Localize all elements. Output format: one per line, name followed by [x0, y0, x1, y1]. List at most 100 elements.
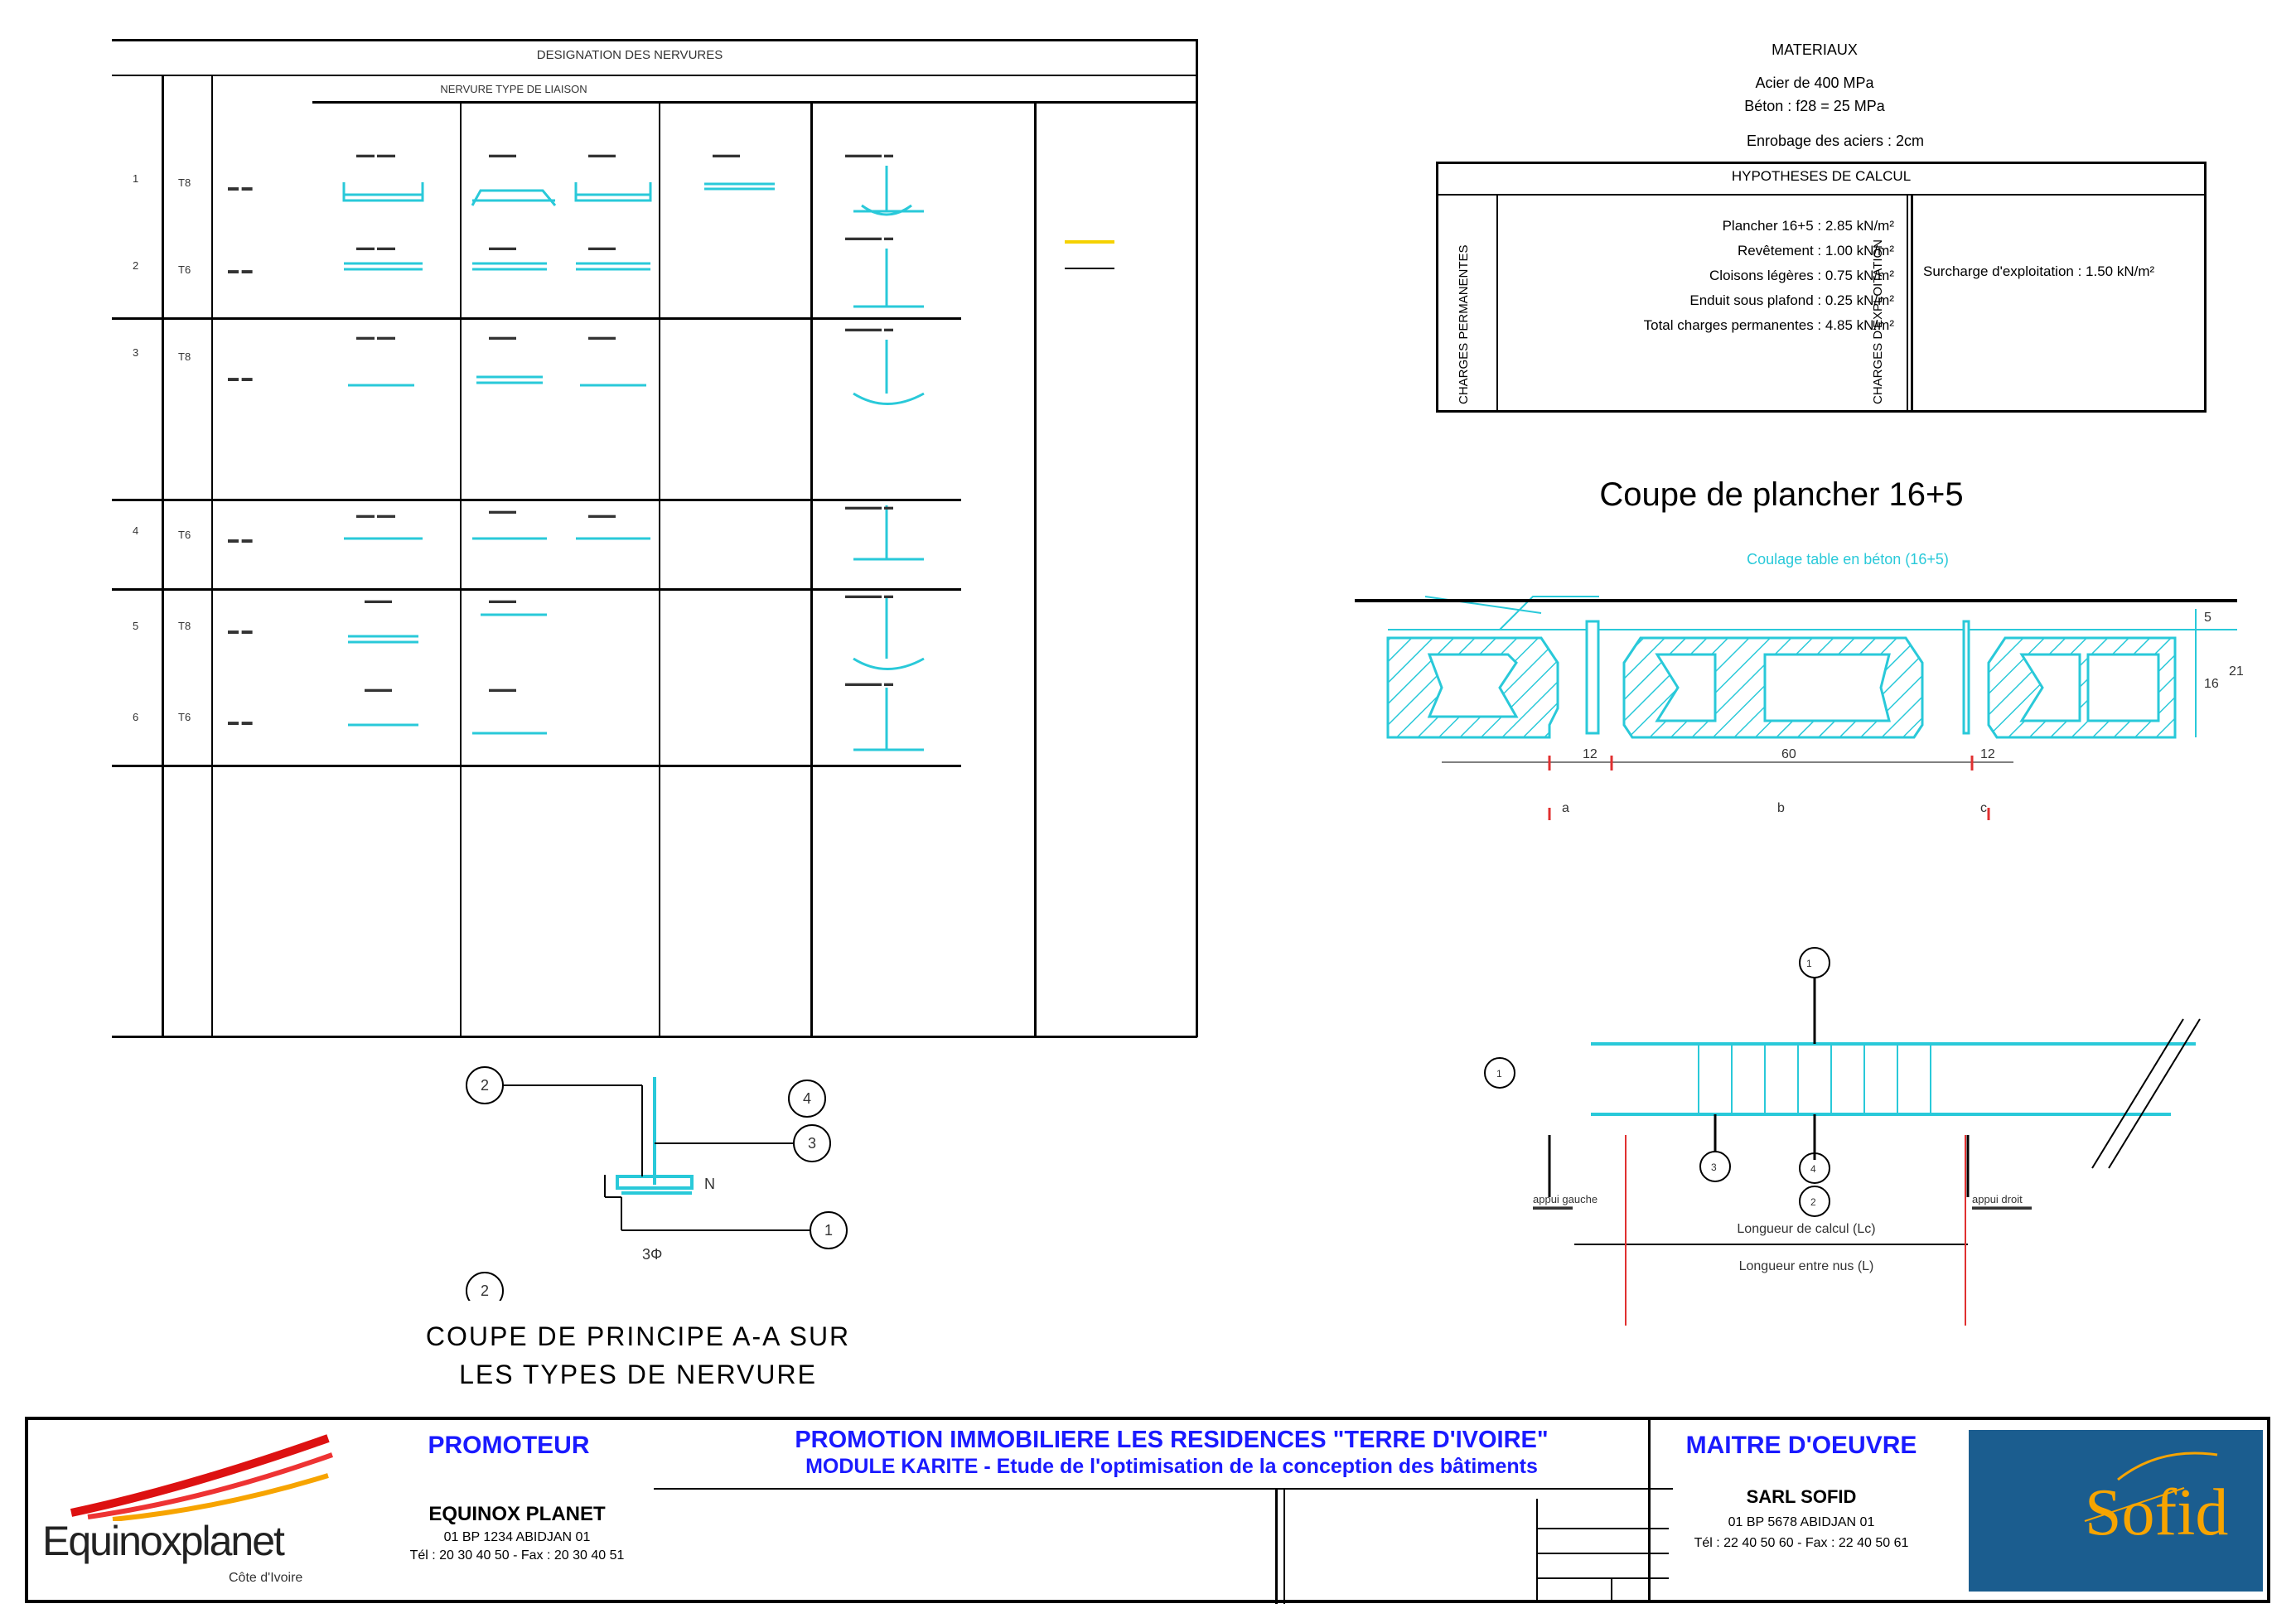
sofid-logo-text: Sofid [2085, 1476, 2229, 1549]
equinox-logo-sub: Côte d'Ivoire [229, 1571, 303, 1585]
svg-text:▬▬▬▬ ▬: ▬▬▬▬ ▬ [845, 591, 893, 601]
equinox-logo: Equinoxplanet Côte d'Ivoire [38, 1430, 361, 1592]
svg-text:1: 1 [1806, 958, 1812, 969]
svg-text:▬▬▬▬ ▬: ▬▬▬▬ ▬ [845, 502, 893, 512]
right-support-label: appui droit [1972, 1193, 2023, 1205]
svg-text:2: 2 [481, 1282, 489, 1299]
svg-text:▬▬▬▬ ▬: ▬▬▬▬ ▬ [845, 324, 893, 334]
promoteur-name: EQUINOX PLANET [428, 1503, 606, 1525]
svg-text:3: 3 [808, 1135, 816, 1152]
project-title-line-2: MODULE KARITE - Etude de l'optimisation … [805, 1455, 1538, 1478]
hyp-items: Plancher 16+5 : 2.85 kN/m² Revêtement : … [1513, 214, 1894, 338]
promoteur-tel: Tél : 20 30 40 50 - Fax : 20 30 40 51 [409, 1548, 625, 1563]
moe-address: 01 BP 5678 ABIDJAN 01 [1728, 1515, 1875, 1529]
svg-text:b: b [1777, 801, 1785, 815]
promoteur-address: 01 BP 1234 ABIDJAN 01 [443, 1530, 591, 1544]
bottom-caption-line-1: COUPE DE PRINCIPE A-A SUR [425, 1321, 851, 1351]
svg-text:1: 1 [1496, 1068, 1502, 1080]
equinox-logo-text: Equinoxplanet [42, 1518, 285, 1564]
svg-text:▬▬▬: ▬▬▬ [365, 684, 392, 694]
svg-text:▬ ▬: ▬ ▬ [228, 263, 253, 276]
materials-line-2: Béton : f28 = 25 MPa [1744, 98, 1885, 114]
svg-text:T6: T6 [178, 529, 191, 541]
hyp-item: Enduit sous plafond : 0.25 kN/m² [1689, 292, 1894, 308]
hyp-right-item: Surcharge d'exploitation : 1.50 kN/m² [1923, 263, 2155, 279]
left-support-label: appui gauche [1533, 1193, 1598, 1205]
svg-text:▬▬▬▬ ▬: ▬▬▬▬ ▬ [845, 679, 893, 688]
svg-text:6: 6 [133, 711, 138, 723]
svg-text:a: a [1562, 801, 1569, 815]
svg-text:▬ ▬: ▬ ▬ [228, 371, 253, 384]
svg-text:2: 2 [1810, 1196, 1816, 1208]
svg-text:1: 1 [824, 1222, 833, 1239]
svg-text:21: 21 [2229, 664, 2244, 679]
svg-text:▬▬▬: ▬▬▬ [588, 150, 616, 160]
svg-text:5: 5 [2204, 611, 2211, 625]
svg-text:▬▬ ▬▬: ▬▬ ▬▬ [356, 243, 395, 253]
sofid-logo: Sofid [1969, 1430, 2263, 1592]
svg-text:3: 3 [133, 346, 138, 359]
span-total-label: Longueur entre nus (L) [1738, 1259, 1874, 1273]
svg-text:▬▬ ▬▬: ▬▬ ▬▬ [356, 510, 395, 520]
svg-text:▬▬▬: ▬▬▬ [588, 332, 616, 342]
svg-text:▬▬▬▬▬▬: ▬▬▬▬▬▬ [1972, 1200, 2032, 1212]
svg-text:T6: T6 [178, 711, 191, 723]
svg-text:2: 2 [133, 259, 138, 272]
svg-text:4: 4 [133, 524, 138, 537]
svg-text:N: N [704, 1176, 715, 1192]
svg-text:T6: T6 [178, 263, 191, 276]
svg-text:▬▬▬: ▬▬▬ [588, 510, 616, 520]
promoteur-label: PROMOTEUR [428, 1432, 590, 1459]
equinox-swoosh-icon [70, 1434, 334, 1521]
sofid-swoosh-icon [2084, 1452, 2218, 1522]
svg-text:T8: T8 [178, 350, 191, 363]
svg-text:▬ ▬: ▬ ▬ [228, 533, 253, 545]
svg-text:▬▬▬: ▬▬▬ [489, 243, 516, 253]
svg-text:4: 4 [803, 1090, 811, 1107]
nervure-sections-drawing: ▬▬ ▬▬ ▬▬▬ ▬▬▬ ▬▬▬ ▬▬▬▬ ▬ ▬▬ ▬▬ ▬▬▬ ▬▬▬ ▬▬▬▬ ▬ ▬… [342, 150, 925, 751]
hyp-item: Revêtement : 1.00 kN/m² [1738, 243, 1894, 258]
hyp-item: Total charges permanentes : 4.85 kN/m² [1643, 317, 1894, 333]
svg-text:▬ ▬: ▬ ▬ [228, 715, 253, 727]
svg-text:▬ ▬: ▬ ▬ [228, 181, 253, 193]
legend-swatch [1065, 240, 1114, 244]
hyp-item: Cloisons légères : 0.75 kN/m² [1709, 268, 1894, 283]
svg-text:▬▬▬▬ ▬: ▬▬▬▬ ▬ [845, 150, 893, 160]
svg-text:▬▬▬: ▬▬▬ [489, 596, 516, 606]
svg-text:▬▬▬: ▬▬▬ [365, 596, 392, 606]
svg-text:▬▬▬▬ ▬: ▬▬▬▬ ▬ [845, 233, 893, 243]
svg-text:60: 60 [1781, 747, 1796, 761]
table-subheader: NERVURE TYPE DE LIAISON [440, 83, 587, 95]
section-title: Coupe de plancher 16+5 [1599, 476, 1964, 513]
moe-label: MAITRE D'OEUVRE [1685, 1432, 1917, 1459]
svg-text:▬▬▬: ▬▬▬ [489, 150, 516, 160]
cartouche: Equinoxplanet Côte d'Ivoire PROMOTEUR EQ… [25, 1417, 2270, 1604]
materials-line-3: Enrobage des aciers : 2cm [1746, 133, 1925, 149]
svg-text:▬▬▬: ▬▬▬ [489, 332, 516, 342]
svg-text:3Φ: 3Φ [642, 1246, 662, 1263]
moe-tel: Tél : 22 40 50 60 - Fax : 22 40 50 61 [1694, 1536, 1909, 1550]
legend-swatch-black [1065, 268, 1114, 269]
svg-text:▬▬ ▬▬: ▬▬ ▬▬ [356, 332, 395, 342]
svg-text:▬▬▬: ▬▬▬ [489, 506, 516, 516]
materials-line-1: Acier de 400 MPa [1755, 75, 1874, 91]
section-label: Coulage table en béton (16+5) [1747, 551, 1949, 568]
svg-text:▬▬ ▬▬: ▬▬ ▬▬ [356, 150, 395, 160]
svg-text:3: 3 [1711, 1162, 1717, 1173]
hypotheses-title: HYPOTHESES DE CALCUL [1731, 168, 1912, 184]
svg-text:16: 16 [2204, 677, 2219, 691]
svg-text:5: 5 [133, 620, 138, 632]
svg-text:12: 12 [1583, 747, 1598, 761]
svg-text:▬ ▬: ▬ ▬ [228, 624, 253, 636]
svg-text:▬▬▬▬: ▬▬▬▬ [1533, 1200, 1573, 1212]
span-calc-label: Longueur de calcul (Lc) [1737, 1222, 1876, 1236]
svg-text:1: 1 [133, 172, 138, 185]
bottom-caption-line-2: LES TYPES DE NERVURE [459, 1360, 817, 1389]
project-title-line-1: PROMOTION IMMOBILIERE LES RESIDENCES "TE… [795, 1427, 1549, 1453]
svg-text:4: 4 [1810, 1163, 1816, 1175]
moe-name: SARL SOFID [1746, 1486, 1857, 1507]
